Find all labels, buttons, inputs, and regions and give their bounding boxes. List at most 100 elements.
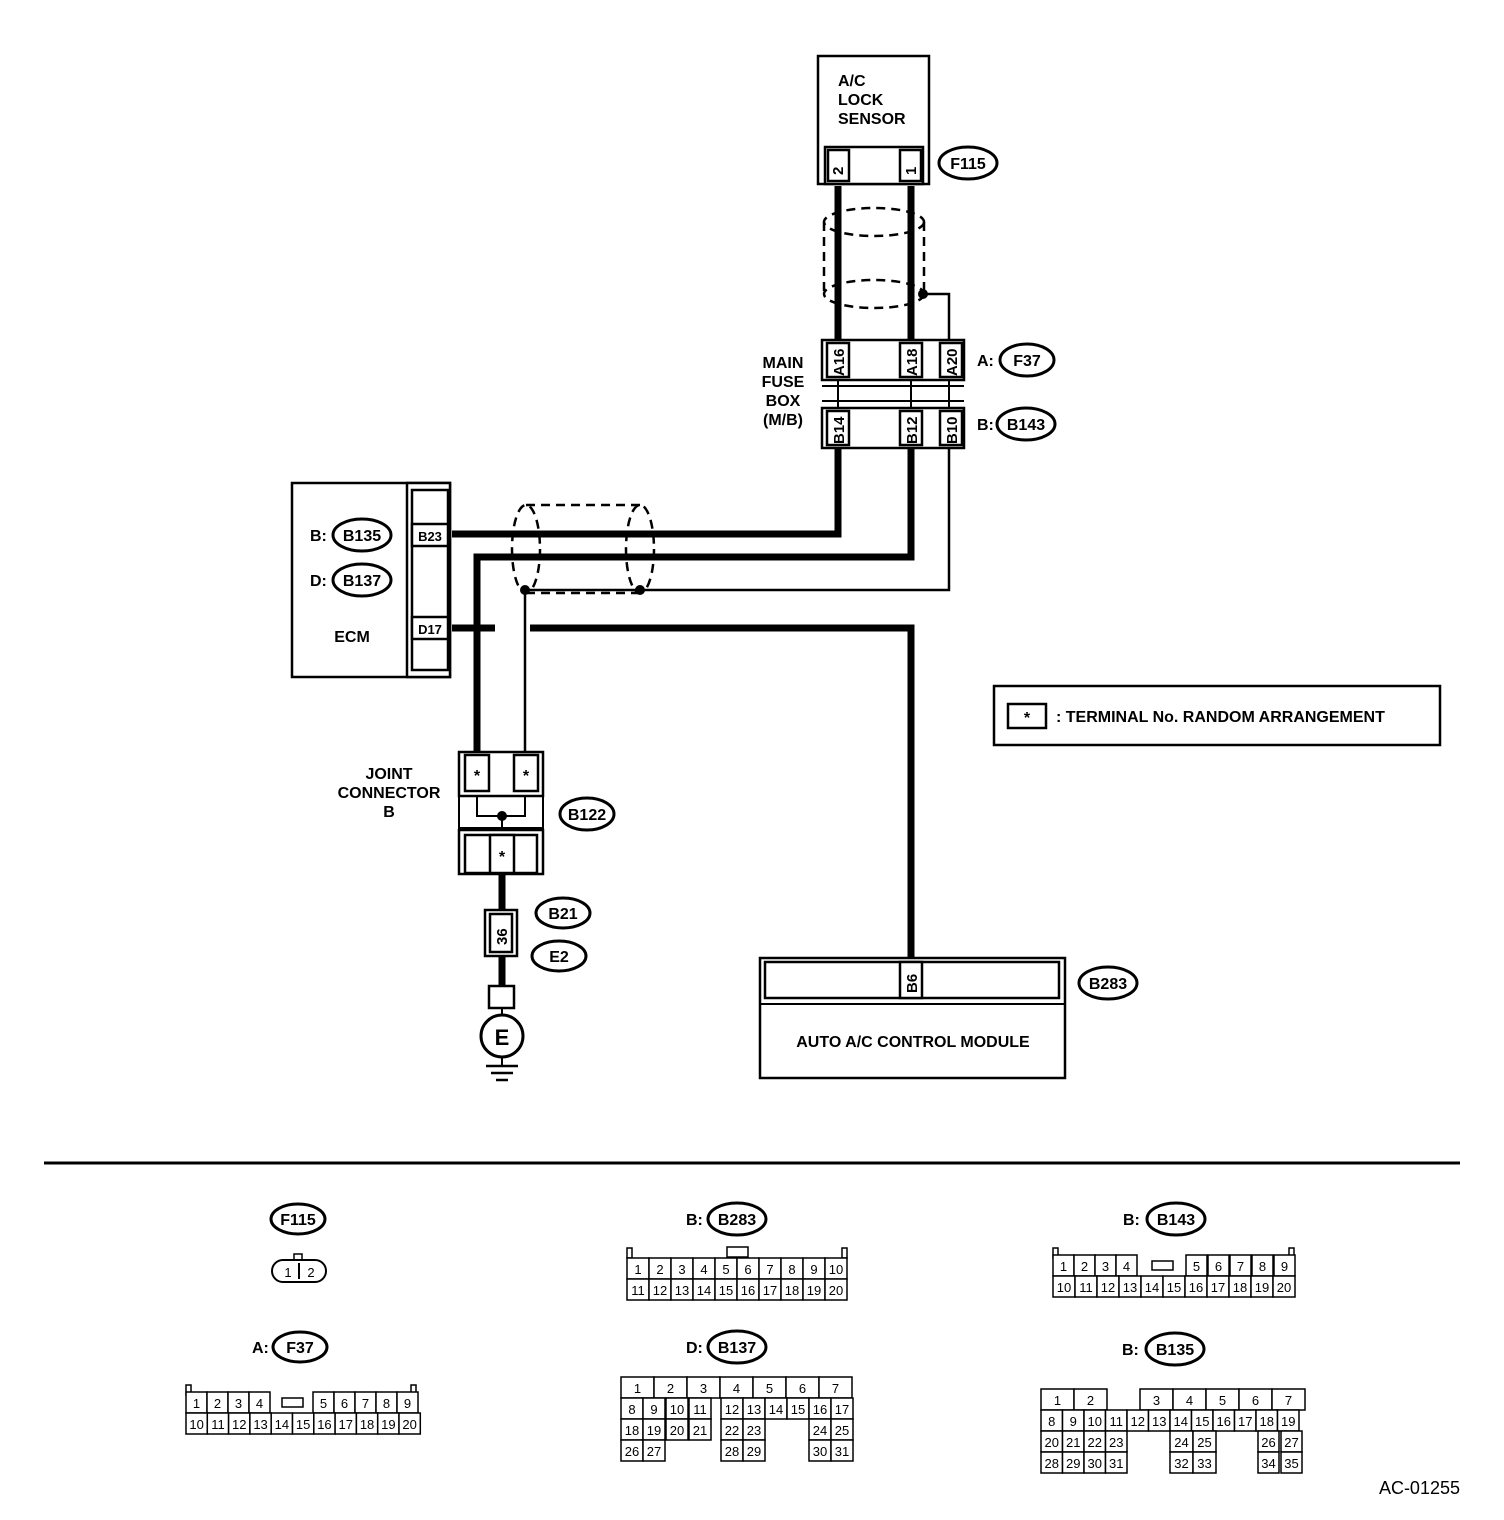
- sensor-label-line3: SENSOR: [838, 111, 906, 128]
- wire-b14-ecm: [452, 448, 842, 538]
- fusebox-connector-a: F37: [1013, 353, 1041, 370]
- ecm: B23 D17 B: B135 D: B137 ECM: [290, 481, 452, 679]
- b283-pin-label: 9: [810, 1262, 817, 1277]
- b135-pin-label: 1: [1054, 1393, 1061, 1408]
- b135-pin-label: 6: [1252, 1393, 1259, 1408]
- b137-pin-label: 30: [813, 1444, 827, 1459]
- b135-pin-label: 4: [1186, 1393, 1193, 1408]
- b135-pin-label: 33: [1197, 1456, 1211, 1471]
- b143-pin-label: 17: [1211, 1280, 1225, 1295]
- f37-pin-label: 13: [253, 1417, 267, 1432]
- b283-pin-label: 8: [788, 1262, 795, 1277]
- b143-pin-label: 7: [1237, 1259, 1244, 1274]
- f37-pin-label: 18: [360, 1417, 374, 1432]
- f37-pin-label: 2: [214, 1396, 221, 1411]
- b143-pin-label: 5: [1193, 1259, 1200, 1274]
- b143-pin-label: 16: [1189, 1280, 1203, 1295]
- legend-text: : TERMINAL No. RANDOM ARRANGEMENT: [1056, 709, 1385, 726]
- sensor-label-line2: LOCK: [838, 92, 884, 109]
- b137-view-prefix: D:: [686, 1340, 703, 1357]
- b137-cell: [742, 1439, 766, 1462]
- f37-pin-label: 10: [189, 1417, 203, 1432]
- f37-pin-label: 20: [402, 1417, 416, 1432]
- b283-pin-label: 6: [744, 1262, 751, 1277]
- b143-pin-label: 14: [1145, 1280, 1159, 1295]
- fusebox-pin-b12: B12: [904, 416, 921, 444]
- b283-pin-label: 1: [634, 1262, 641, 1277]
- b135-cell: [1257, 1451, 1280, 1474]
- b135-pin-label: 22: [1088, 1435, 1102, 1450]
- f37-pin-label: 8: [383, 1396, 390, 1411]
- b137-pin-label: 8: [628, 1402, 635, 1417]
- f37-pin-label: 5: [320, 1396, 327, 1411]
- b143-pin-label: 19: [1255, 1280, 1269, 1295]
- f37-pin-label: 15: [296, 1417, 310, 1432]
- b137-pin-label: 20: [670, 1423, 684, 1438]
- b135-pin-label: 12: [1131, 1414, 1145, 1429]
- b135-cell: [1192, 1451, 1217, 1474]
- b137-pin-label: 21: [693, 1423, 707, 1438]
- b135-pin-label: 35: [1284, 1456, 1298, 1471]
- b137-pin-label: 23: [747, 1423, 761, 1438]
- b283-pin-label: 10: [829, 1262, 843, 1277]
- b283-pin-label: 14: [697, 1283, 711, 1298]
- figure-id: AC-01255: [1379, 1478, 1460, 1498]
- b137-pin-label: 3: [700, 1381, 707, 1396]
- b137-cell: [688, 1418, 712, 1441]
- b143-view-prefix: B:: [1123, 1212, 1140, 1229]
- ground-pin-36: 36: [494, 928, 511, 945]
- joint-star-left: *: [474, 768, 481, 785]
- fusebox-pin-b14: B14: [831, 416, 848, 444]
- ground-symbol-label: E: [495, 1025, 510, 1050]
- ground-connector-1: B21: [548, 906, 577, 923]
- b143-pin-label: 2: [1081, 1259, 1088, 1274]
- b135-pin-label: 24: [1174, 1435, 1188, 1450]
- wire-b12-joint: [473, 448, 915, 755]
- b143-view-title: B143: [1157, 1212, 1195, 1229]
- b143-pin-label: 4: [1123, 1259, 1130, 1274]
- f115-view-pin-1: 1: [284, 1265, 291, 1280]
- main-fuse-box: MAIN FUSE BOX (M/B) A16 A18 A20 B14 B12 …: [762, 338, 1057, 450]
- ecm-connector-d: B137: [343, 573, 381, 590]
- b283-pin-label: 16: [741, 1283, 755, 1298]
- b137-pin-label: 16: [813, 1402, 827, 1417]
- b137-pin-label: 14: [769, 1402, 783, 1417]
- fusebox-prefix-b: B:: [977, 417, 994, 434]
- ground-point: 36 B21 E2 E: [479, 896, 592, 1082]
- b135-pin-label: 16: [1217, 1414, 1231, 1429]
- joint-label-line2: CONNECTOR: [338, 785, 441, 802]
- b143-pin-label: 6: [1215, 1259, 1222, 1274]
- b135-pin-label: 8: [1048, 1414, 1055, 1429]
- b143-pin-label: 15: [1167, 1280, 1181, 1295]
- f115-view-pin-2: 2: [307, 1265, 314, 1280]
- module-pin-b6: B6: [904, 974, 921, 993]
- sensor-connector-code: F115: [950, 156, 986, 173]
- b137-pin-label: 6: [799, 1381, 806, 1396]
- b283-pin-label: 5: [722, 1262, 729, 1277]
- fusebox-prefix-a: A:: [977, 353, 994, 370]
- joint-label-line3: B: [383, 804, 395, 821]
- f115-view-title: F115: [280, 1212, 316, 1229]
- joint-connector-b: JOINT CONNECTOR B * * * B122: [338, 750, 616, 876]
- sensor-pin-2: 2: [830, 167, 847, 175]
- b143-pin-label: 8: [1259, 1259, 1266, 1274]
- ac-lock-sensor: A/C LOCK SENSOR 2 1 F115: [816, 54, 999, 186]
- shield-lower-right: [624, 503, 656, 595]
- b143-pin-label: 1: [1060, 1259, 1067, 1274]
- b135-pin-label: 23: [1109, 1435, 1123, 1450]
- b135-pin-label: 18: [1260, 1414, 1274, 1429]
- b135-cell: [1280, 1451, 1303, 1474]
- b137-pin-label: 25: [835, 1423, 849, 1438]
- b137-pin-label: 1: [634, 1381, 641, 1396]
- sensor-label-line1: A/C: [838, 73, 866, 90]
- fusebox-label-line4: (M/B): [763, 412, 803, 429]
- fusebox-pin-b10: B10: [944, 416, 961, 444]
- f37-pin-label: 6: [341, 1396, 348, 1411]
- b143-pin-label: 10: [1057, 1280, 1071, 1295]
- b283-pin-label: 11: [631, 1283, 645, 1298]
- b135-pin-label: 29: [1066, 1456, 1080, 1471]
- b135-view-prefix: B:: [1122, 1342, 1139, 1359]
- joint-connector-code: B122: [568, 807, 606, 824]
